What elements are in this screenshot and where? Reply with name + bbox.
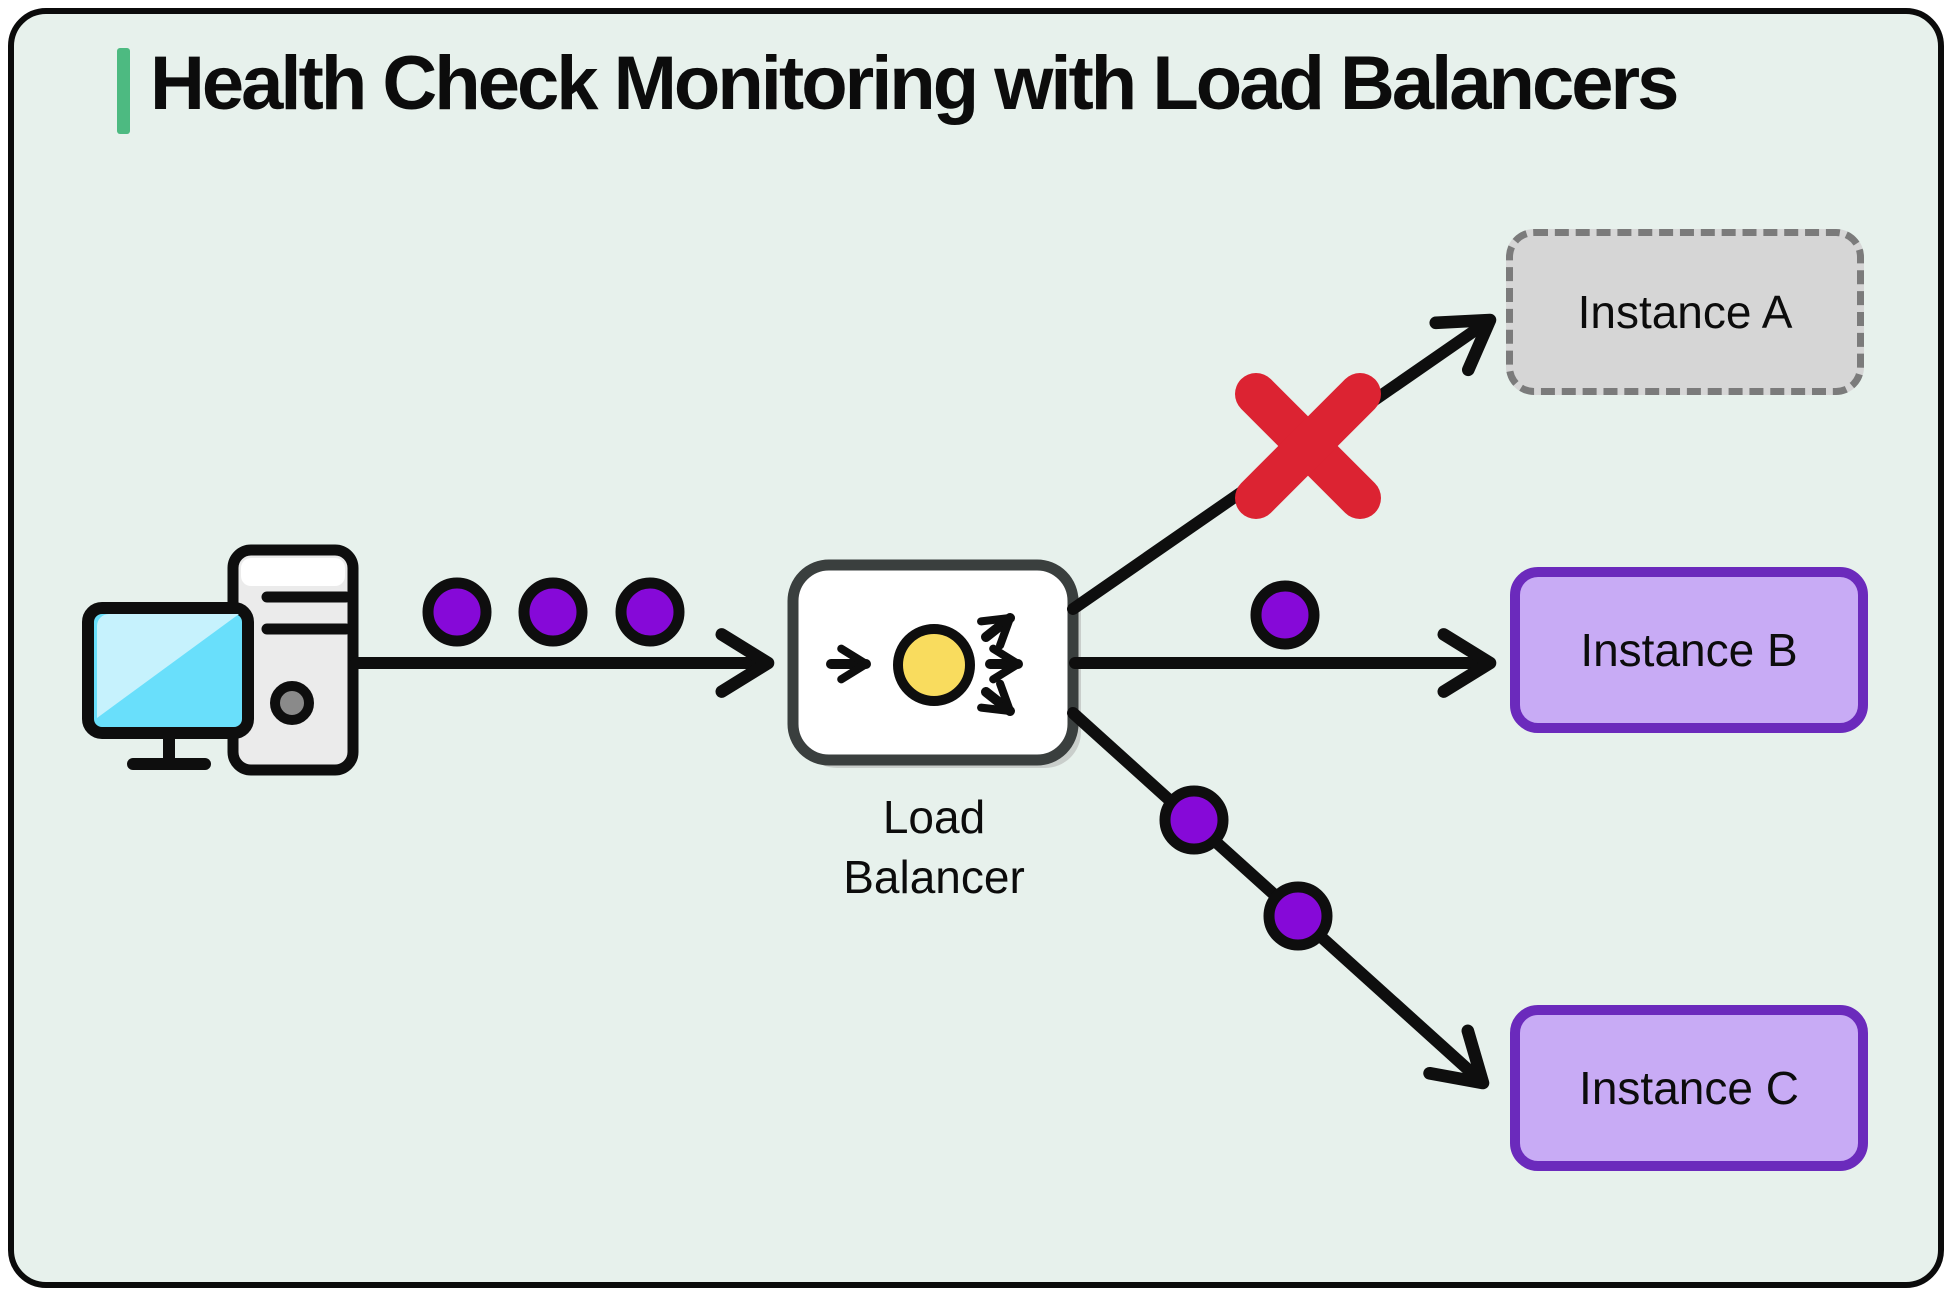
instance-label: Instance A	[1577, 286, 1793, 338]
load-balancer-label: Load Balancer	[843, 791, 1025, 903]
tower-power-button	[270, 681, 314, 725]
instance-label: Instance B	[1580, 624, 1798, 676]
load-balancer-distribution-icon	[826, 613, 1023, 716]
lb-balancer-dot	[893, 624, 975, 706]
title-block: Health Check Monitoring with Load Balanc…	[117, 36, 1679, 134]
monitor-screen-glare	[97, 614, 239, 718]
desktop-computer-icon	[82, 544, 359, 776]
request-dot-to-c	[1159, 785, 1229, 855]
instance-b-node: Instance B	[1510, 567, 1868, 733]
instance-c-node: Instance C	[1510, 1005, 1868, 1171]
error-x-icon	[1235, 373, 1381, 519]
request-dot-to-c	[1263, 881, 1333, 951]
page-title: Health Check Monitoring with Load Balanc…	[150, 41, 1679, 126]
request-dot-to-b	[1250, 580, 1320, 650]
request-dot	[518, 577, 588, 647]
request-dot	[615, 577, 685, 647]
instance-label: Instance C	[1579, 1062, 1799, 1114]
tower-top-panel	[241, 558, 345, 586]
load-balancer-node	[787, 559, 1081, 768]
title-accent-bar	[117, 48, 130, 134]
request-dot	[422, 577, 492, 647]
request-queue-dots	[422, 577, 685, 647]
instance-a-node: Instance A	[1506, 229, 1864, 395]
